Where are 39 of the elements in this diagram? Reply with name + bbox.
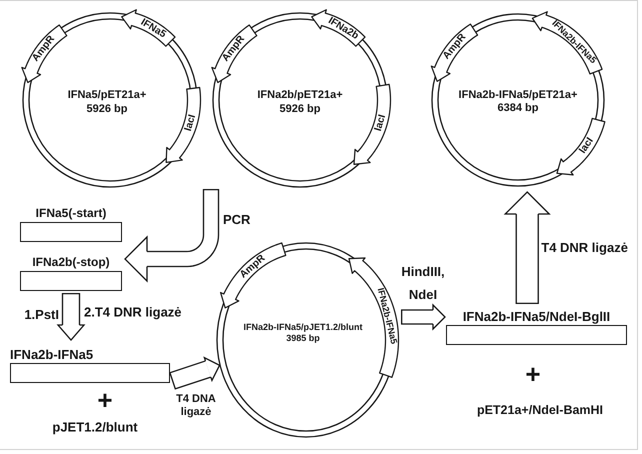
fragment-label: IFNa5(-start) [36, 205, 106, 222]
gene-label: lacI [578, 136, 596, 156]
gene-arrow [310, 8, 367, 48]
edge-label: PCR [223, 212, 250, 228]
plasmid-size: 6384 bp [498, 102, 538, 115]
edge-label: 1.PstI [24, 306, 59, 322]
step-label: 2.T4 DNR ligazė [84, 306, 182, 320]
plasmid-name: IFNa2b-IFNa5/pET21a+ [458, 89, 578, 102]
gene-arrow [531, 10, 604, 75]
edge-label: T4 DNR ligazė [541, 240, 628, 256]
gene-arrow [120, 8, 177, 48]
edge-label: HindIII, NdeI [400, 263, 446, 304]
gene-arrow [219, 241, 287, 309]
plasmid-name: IFNa5/pET21a+ [68, 88, 146, 102]
gene-label: lacI [183, 114, 198, 132]
plasmid-map [20, 8, 202, 189]
plasmid-size: 5926 bp [86, 102, 128, 116]
plasmid-size: 5926 bp [280, 102, 320, 116]
vector-label: pJET1.2/blunt [52, 420, 138, 436]
plasmid-name: IFNa2b/pET21a+ [257, 88, 343, 102]
gene-arrow [210, 24, 258, 84]
plasmid-map [430, 10, 606, 188]
gene-arrow [165, 86, 202, 164]
fragment-label: IFNa2b-IFNa5 [10, 346, 94, 363]
gene-arrow [352, 83, 392, 166]
fragment-label: IFNa2b(-stop) [32, 254, 110, 271]
gene-arrow [20, 24, 68, 84]
gene-label: lacI [373, 114, 388, 132]
plasmid-map [210, 8, 392, 189]
plus-sign: + [525, 360, 541, 390]
plasmid-name: IFNa2b-IFNa5/pJET1.2/blunt [243, 322, 363, 333]
plasmid-size: 3985 bp [286, 333, 320, 344]
fragment-label: IFNa2b-IFNa5/NdeI-BglII [462, 308, 610, 325]
plus-sign: + [97, 386, 113, 416]
edge-label: T4 DNA ligazė [175, 393, 217, 419]
gene-arrow [555, 117, 606, 176]
gene-arrow [430, 23, 479, 83]
plasmid-map [215, 241, 400, 439]
vector-label: pET21a+/NdeI-BamHI [476, 402, 604, 418]
